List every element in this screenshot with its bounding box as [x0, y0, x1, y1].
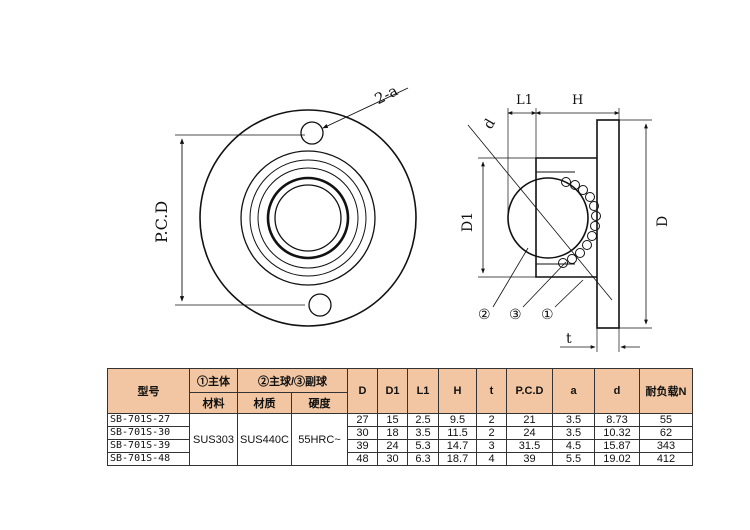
cell-a: 3.5 [552, 426, 595, 440]
cell-H: 14.7 [438, 439, 477, 453]
cell-D: 27 [347, 413, 378, 427]
cell-D: 39 [347, 439, 378, 453]
label-t: t [566, 331, 572, 347]
mount-hole-top [300, 121, 324, 145]
cell-D: 30 [347, 426, 378, 440]
cell-pcd: 21 [506, 413, 553, 427]
cell-d: 10.32 [594, 426, 640, 440]
cell-model: SB-701S-27 [107, 413, 190, 427]
cell-ball-material: SUS440C [237, 413, 292, 466]
cell-t: 3 [476, 439, 507, 453]
housing-inner-ring [249, 159, 367, 277]
cell-d: 8.73 [594, 413, 640, 427]
cell-load: 55 [639, 413, 693, 427]
cell-model: SB-701S-30 [107, 426, 190, 440]
cell-model: SB-701S-48 [107, 452, 190, 466]
header-pcd: P.C.D [506, 368, 553, 414]
cell-a: 4.5 [552, 439, 595, 453]
header-D1: D1 [377, 368, 408, 414]
header-load: 耐负载N [639, 368, 693, 414]
cell-H: 9.5 [438, 413, 477, 427]
label-D: D [655, 216, 671, 227]
label-pcd: P.C.D [152, 201, 171, 243]
header-body: ①主体 [189, 368, 238, 393]
cell-a: 5.5 [552, 452, 595, 466]
header-hardness: 硬度 [291, 392, 348, 414]
cell-H: 18.7 [438, 452, 477, 466]
callout-body: ① [541, 307, 554, 323]
header-L1: L1 [407, 368, 439, 414]
cell-H: 11.5 [438, 426, 477, 440]
main-ball-outer [266, 176, 350, 260]
housing-outer-ring [240, 150, 376, 286]
flange-outline [199, 109, 417, 327]
header-model: 型号 [107, 368, 190, 414]
cell-D1: 15 [377, 413, 408, 427]
label-D1: D1 [460, 212, 476, 232]
cell-L1: 6.3 [407, 452, 439, 466]
cell-d: 19.02 [594, 452, 640, 466]
mount-hole-bottom [308, 293, 332, 317]
label-H: H [572, 93, 583, 108]
cell-d: 15.87 [594, 439, 640, 453]
side-main-ball [507, 177, 589, 259]
table-row: SB-701S-27 SUS303 SUS440C 55HRC~ 27 15 2… [107, 413, 693, 466]
spec-table: 型号 ①主体 ②主球/③副球 D D1 L1 H t P.C.D a d 耐负载… [107, 368, 693, 466]
cell-hardness: 55HRC~ [291, 413, 348, 466]
cell-L1: 3.5 [407, 426, 439, 440]
cell-t: 4 [476, 452, 507, 466]
header-H: H [438, 368, 477, 414]
cell-L1: 5.3 [407, 439, 439, 453]
cell-pcd: 39 [506, 452, 553, 466]
cell-D1: 24 [377, 439, 408, 453]
header-d: d [594, 368, 640, 414]
cell-t: 2 [476, 413, 507, 427]
callout-ball-sub: ③ [509, 307, 522, 323]
technical-drawing: 2-a P.C.D [152, 81, 671, 352]
cell-D1: 30 [377, 452, 408, 466]
cell-pcd: 24 [506, 426, 553, 440]
table-row: SB-701S-39 39 24 5.3 14.7 3 31.5 4.5 15.… [107, 439, 693, 453]
table-row: SB-701S-48 48 30 6.3 18.7 4 39 5.5 19.02… [107, 452, 693, 466]
table-row: SB-701S-30 30 18 3.5 11.5 2 24 3.5 10.32… [107, 426, 693, 440]
cell-pcd: 31.5 [506, 439, 553, 453]
header-t: t [476, 368, 507, 414]
cell-t: 2 [476, 426, 507, 440]
header-material: 材料 [189, 392, 238, 414]
side-view [467, 108, 652, 352]
cell-load: 343 [639, 439, 693, 453]
callout-ball-main: ② [478, 307, 491, 323]
cell-D: 48 [347, 452, 378, 466]
cell-L1: 2.5 [407, 413, 439, 427]
label-d: d [481, 116, 499, 132]
cell-model: SB-701S-39 [107, 439, 190, 453]
sub-balls [558, 177, 601, 268]
front-view [175, 87, 417, 327]
label-2a: 2-a [372, 81, 401, 108]
label-L1: L1 [516, 93, 533, 108]
cell-D1: 18 [377, 426, 408, 440]
header-D: D [347, 368, 378, 414]
cell-load: 412 [639, 452, 693, 466]
header-a: a [552, 368, 595, 414]
housing-bore-ring [257, 167, 359, 269]
flange-section [596, 119, 620, 329]
header-ball-material: 材质 [237, 392, 292, 414]
cell-body-material: SUS303 [189, 413, 238, 466]
cell-a: 3.5 [552, 413, 595, 427]
header-balls: ②主球/③副球 [237, 368, 348, 393]
main-ball-inner [274, 184, 342, 252]
cell-load: 62 [639, 426, 693, 440]
